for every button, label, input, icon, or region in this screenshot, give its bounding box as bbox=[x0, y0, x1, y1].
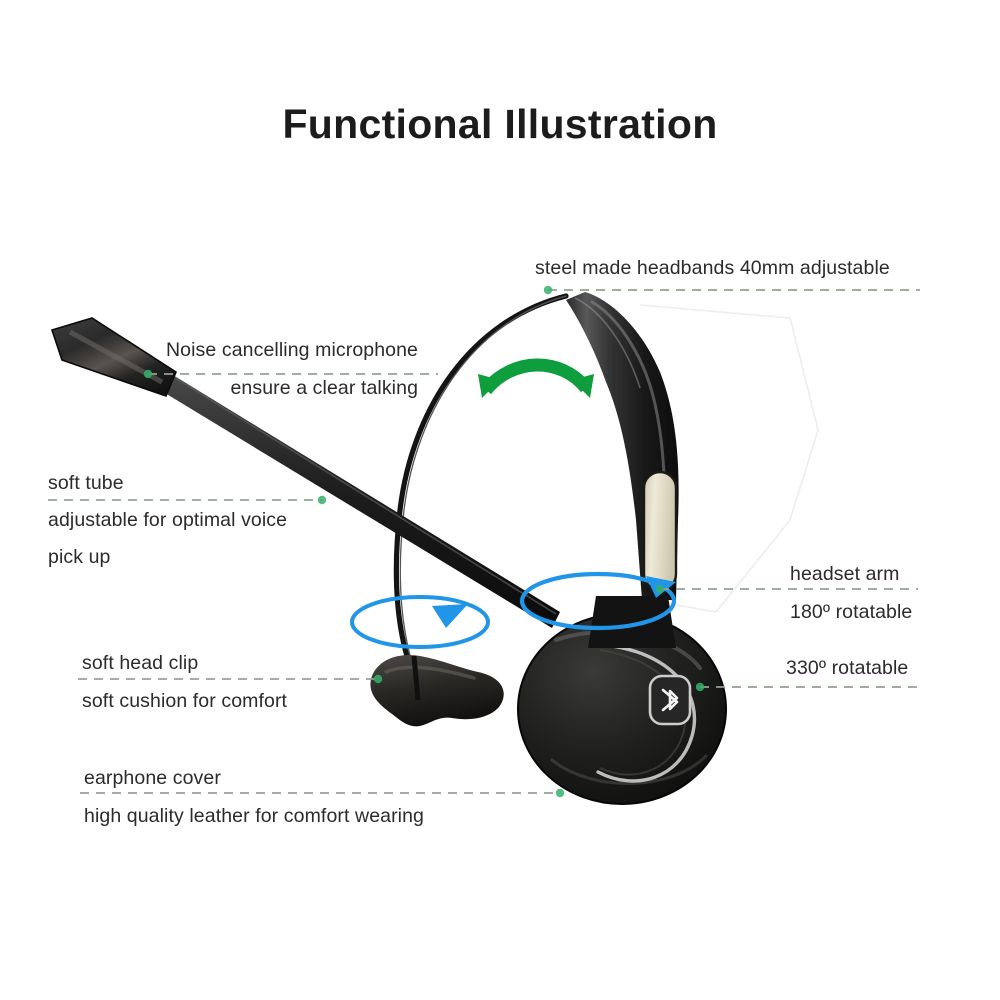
bluetooth-icon bbox=[661, 688, 679, 712]
callout-leader-lines bbox=[48, 285, 920, 798]
headband-wire bbox=[393, 293, 569, 669]
callout-headset-arm: headset arm 180º rotatable bbox=[790, 561, 912, 626]
arm-slider-pad bbox=[642, 470, 678, 592]
callout-rotatable-330-line-1: 330º rotatable bbox=[786, 657, 909, 679]
callout-earphone-cover: earphone cover high quality leather for … bbox=[84, 765, 424, 830]
headset-arm-edge-highlight bbox=[574, 297, 641, 389]
callout-soft-tube-line-3: pick up bbox=[48, 546, 111, 568]
callout-microphone: Noise cancelling microphone ensure a cle… bbox=[166, 337, 418, 402]
leader-dot-soft-tube bbox=[317, 495, 327, 505]
callout-head-clip-line-2: soft cushion for comfort bbox=[82, 690, 288, 712]
soft-head-clip bbox=[370, 654, 504, 727]
callout-head-clip-line-1: soft head clip bbox=[82, 652, 199, 674]
clip-rotation-indicator bbox=[350, 595, 490, 649]
ear-cup bbox=[518, 614, 726, 804]
background-ghost-outline bbox=[639, 304, 819, 613]
soft-head-clip-highlight bbox=[384, 665, 476, 680]
headband-adjust-arrow bbox=[478, 358, 594, 398]
soft-head-clip-stem bbox=[411, 655, 421, 701]
leader-dot-headband bbox=[543, 285, 553, 295]
callout-rotatable-330: 330º rotatable bbox=[786, 655, 908, 682]
callout-soft-tube-line-1: soft tube bbox=[48, 472, 124, 494]
callout-microphone-line-2: ensure a clear talking bbox=[230, 377, 419, 399]
ear-cup-chrome-arc bbox=[596, 643, 697, 783]
microphone-boom-highlight bbox=[171, 375, 557, 615]
callout-head-clip: soft head clip soft cushion for comfort bbox=[82, 650, 287, 715]
callout-headband-line-1: steel made headbands 40mm adjustable bbox=[535, 257, 890, 279]
microphone-capsule-outline bbox=[50, 317, 177, 398]
callout-microphone-line-1: Noise cancelling microphone bbox=[166, 339, 419, 361]
leader-dot-microphone bbox=[143, 369, 153, 379]
arm-cup-joint bbox=[588, 596, 676, 648]
callout-earphone-cover-line-2: high quality leather for comfort wearing bbox=[84, 805, 425, 827]
headband-wire-highlight bbox=[399, 295, 567, 667]
leader-dot-head-clip bbox=[373, 674, 383, 684]
callout-earphone-cover-line-1: earphone cover bbox=[84, 767, 221, 789]
page-title: Functional Illustration bbox=[282, 101, 718, 147]
callout-soft-tube: soft tube adjustable for optimal voice p… bbox=[48, 470, 287, 571]
callout-soft-tube-line-2: adjustable for optimal voice bbox=[48, 509, 288, 531]
callout-headset-arm-line-1: headset arm bbox=[790, 563, 900, 585]
ear-cup-bottom-highlight bbox=[550, 754, 708, 785]
leader-dot-earphone-cover bbox=[555, 788, 565, 798]
ear-cup-chrome-arc-shadow bbox=[599, 649, 687, 776]
callout-headband: steel made headbands 40mm adjustable bbox=[535, 255, 890, 282]
leader-dot-headset-arm bbox=[655, 584, 665, 594]
microphone-boom bbox=[160, 372, 560, 628]
leader-dot-rotatable-330 bbox=[695, 682, 705, 692]
callout-headset-arm-line-2: 180º rotatable bbox=[790, 601, 913, 623]
